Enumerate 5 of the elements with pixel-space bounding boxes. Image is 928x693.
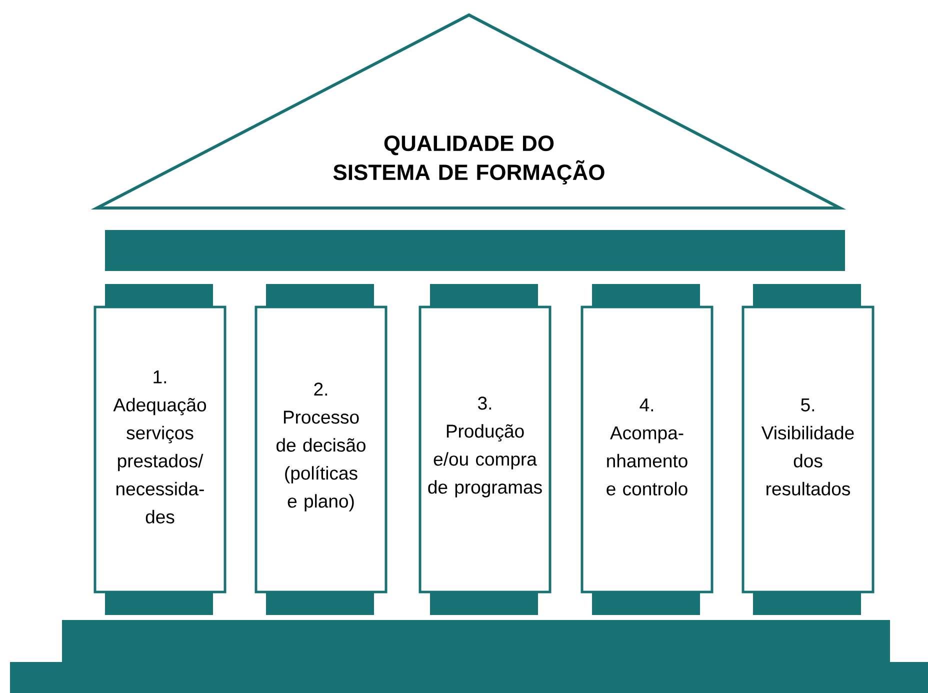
- column-box: 2. Processo de decisão (políticas e plano): [254, 306, 388, 594]
- column-box: 3. Produção e/ou compra de programas: [418, 306, 552, 594]
- column-box: 1. Adequação serviços prestados/ necessida- des: [94, 306, 226, 594]
- column-box: 4. Acompa- nhamento e controlo: [580, 306, 714, 594]
- column-box: 5. Visibilidade dos resultados: [742, 306, 874, 594]
